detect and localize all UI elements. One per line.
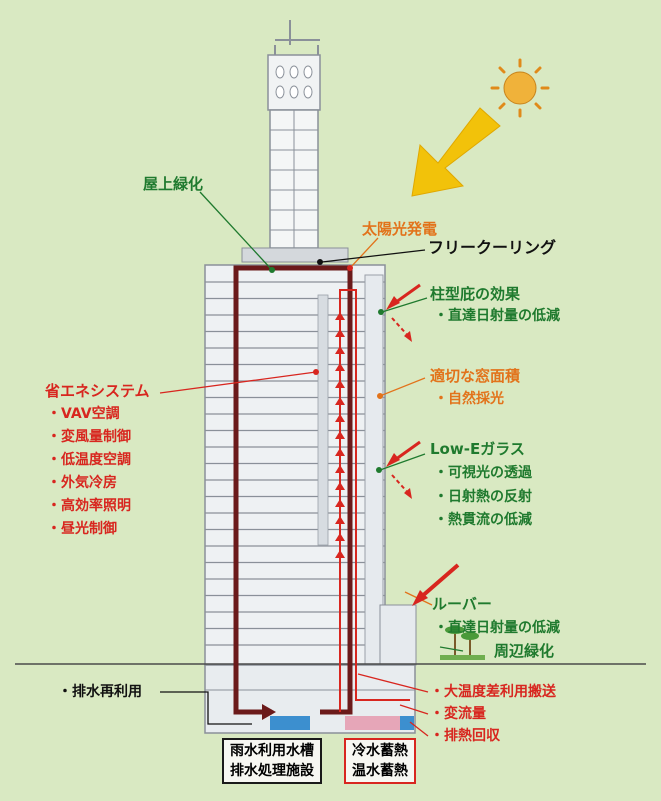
riser-flow-arrow: [335, 482, 345, 490]
riser-flow-arrow: [335, 329, 345, 337]
louver-label: ルーバー: [432, 595, 492, 613]
riser-flow-arrow: [335, 363, 345, 371]
water-tank: [270, 716, 310, 730]
thermal-storage-box: 冷水蓄熱 温水蓄熱: [344, 738, 416, 784]
low-e-item-1: ・可視光の透過: [434, 465, 532, 481]
rainwater-tank-box: 雨水利用水槽 排水処理施設: [222, 738, 322, 784]
riser-flow-arrow: [335, 448, 345, 456]
rainwater-tank-line-2: 排水処理施設: [230, 763, 314, 779]
energy-system-title: 省エネシステム: [45, 382, 150, 400]
energy-system-item-4: ・外気冷房: [47, 475, 117, 491]
solar-power-label: 太陽光発電: [362, 220, 438, 238]
low-e-glass-label: Low-Eガラス: [430, 440, 525, 458]
solar-ray-arrows: [386, 283, 460, 606]
drain-reuse-label: ・排水再利用: [58, 684, 142, 700]
transport-item-1: ・大温度差利用搬送: [430, 684, 556, 700]
thermal-tank: [345, 716, 405, 730]
riser-flow-arrow: [335, 533, 345, 541]
thermal-storage-line-1: 冷水蓄熱: [352, 743, 408, 759]
rainwater-tank-line-1: 雨水利用水槽: [230, 743, 314, 759]
low-e-item-2: ・日射熱の反射: [434, 489, 532, 505]
energy-system-item-1: ・VAV空調: [47, 406, 120, 422]
column-eaves-label: 柱型庇の効果: [430, 285, 521, 303]
window-area-label: 適切な窓面積: [430, 367, 521, 385]
tree-icon: [440, 626, 485, 660]
riser-flow-arrow: [335, 431, 345, 439]
column-eaves-item: ・直達日射量の低減: [434, 308, 560, 324]
energy-system-item-6: ・昼光制御: [47, 521, 117, 537]
riser-flow-arrow: [335, 397, 345, 405]
energy-system-item-2: ・変風量制御: [47, 429, 131, 445]
roof-greening-label: 屋上緑化: [143, 175, 204, 193]
riser-flow-arrow: [335, 465, 345, 473]
free-cooling-label: フリークーリング: [428, 238, 557, 257]
low-e-item-3: ・熱貫流の低減: [434, 512, 532, 528]
energy-system-item-5: ・高効率照明: [47, 498, 131, 514]
chilled-water-pipe: [339, 289, 410, 712]
transport-item-2: ・変流量: [430, 706, 486, 722]
riser-flow-arrow: [335, 516, 345, 524]
rooftop-tower: [241, 20, 349, 263]
window-area-item: ・自然採光: [434, 391, 504, 407]
transport-item-3: ・排熱回収: [430, 728, 500, 744]
riser-flow-arrow: [335, 346, 345, 354]
thermal-storage-line-2: 温水蓄熱: [352, 763, 408, 779]
drain-reuse-arrow: [262, 704, 276, 720]
riser-flow-arrow: [335, 550, 345, 558]
leader-lines: [159, 191, 464, 737]
riser-flow-arrow: [335, 380, 345, 388]
riser-flow-arrow: [335, 414, 345, 422]
riser-flow-arrow: [335, 499, 345, 507]
sunlight-arrow: [411, 107, 501, 197]
surrounding-greening-label: 周辺緑化: [494, 642, 555, 660]
louver-item: ・直達日射量の低減: [434, 620, 560, 636]
energy-system-item-3: ・低温度空調: [47, 452, 131, 468]
sun-icon: [490, 58, 550, 118]
free-cooling-duct: [233, 265, 353, 715]
riser-flow-arrow: [335, 312, 345, 320]
